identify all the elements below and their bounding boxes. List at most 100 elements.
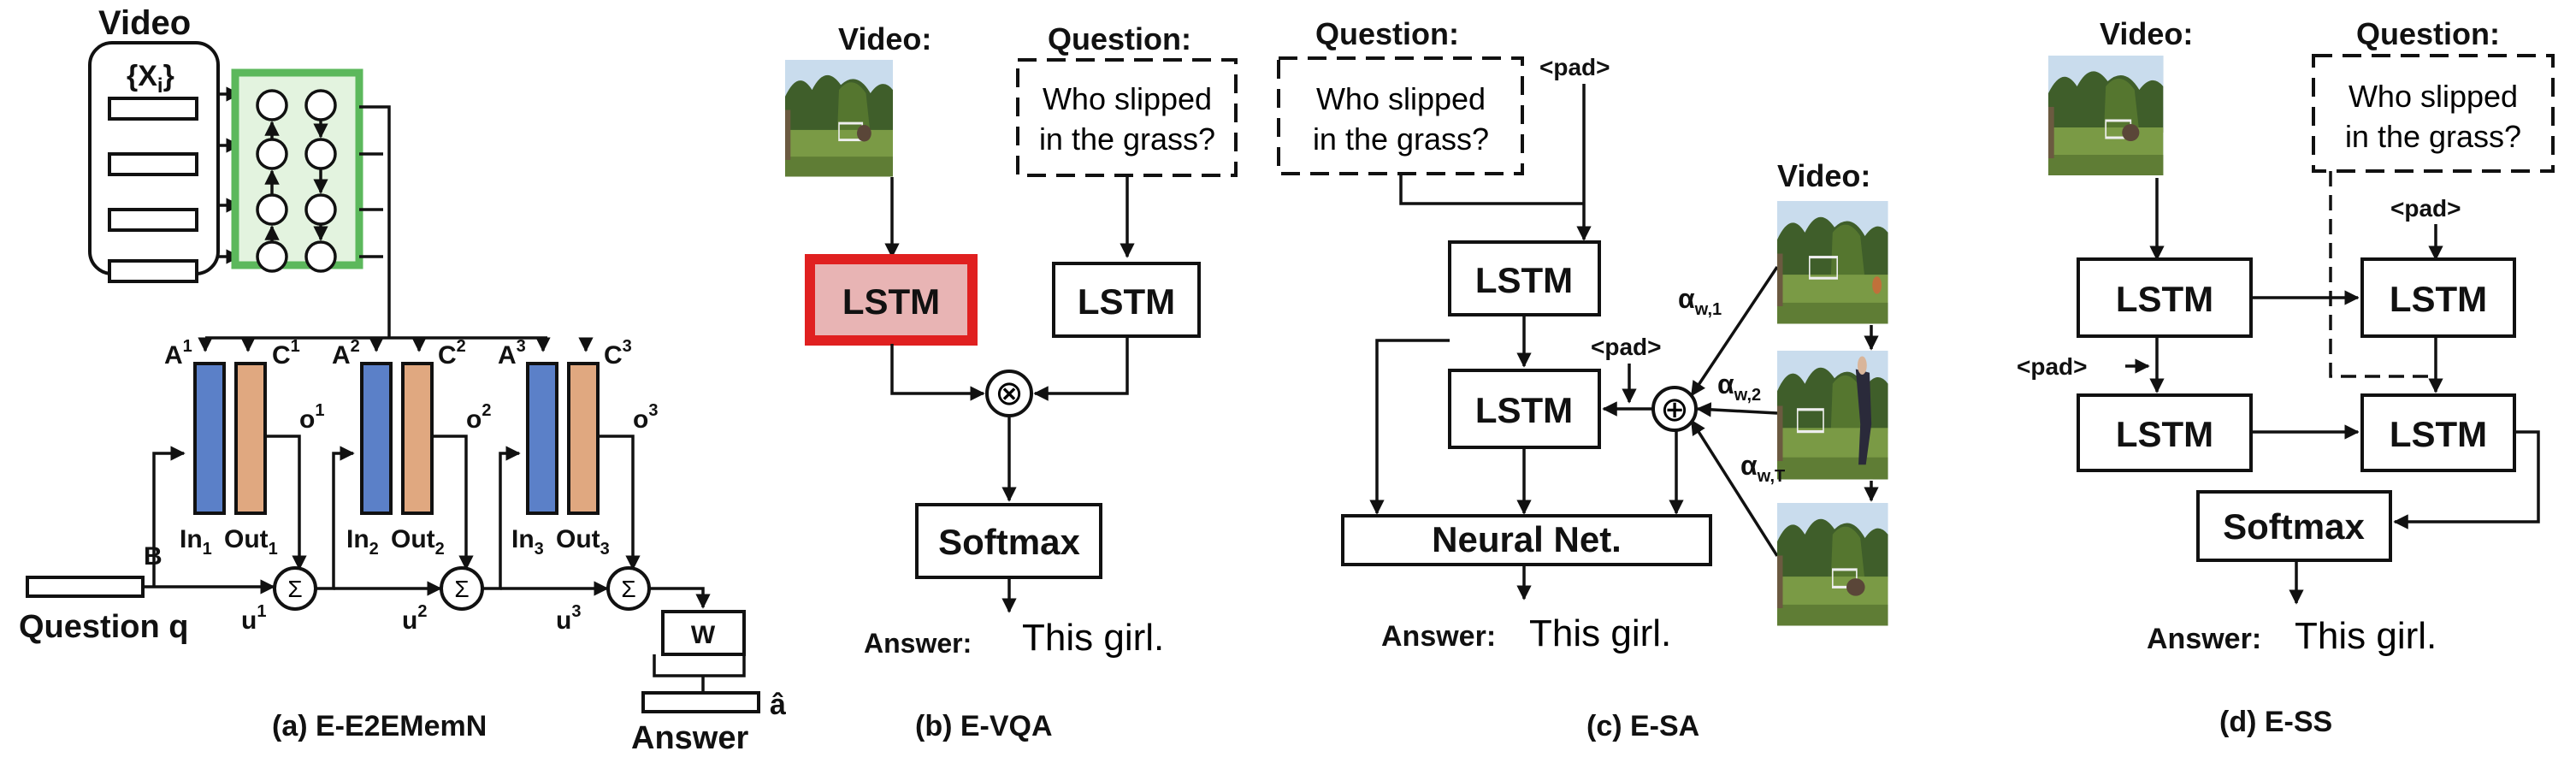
a-input-slot bbox=[108, 259, 198, 283]
a-input-slots bbox=[108, 97, 198, 283]
d-question-box bbox=[2312, 54, 2555, 173]
svg-text:LSTM: LSTM bbox=[842, 281, 940, 322]
d-question-label: Question: bbox=[2356, 16, 2500, 51]
svg-text:LSTM: LSTM bbox=[1078, 281, 1175, 322]
svg-text:In1: In1 bbox=[180, 525, 212, 559]
panel-a: Video {Xi} bbox=[19, 4, 786, 756]
a-bar-out-2 bbox=[401, 362, 434, 515]
svg-text:A3: A3 bbox=[498, 337, 526, 370]
svg-text:Softmax: Softmax bbox=[2223, 506, 2365, 547]
svg-text:in the grass?: in the grass? bbox=[1039, 121, 1215, 157]
b-video-label: Video: bbox=[838, 21, 931, 56]
a-answer-slot bbox=[641, 691, 760, 713]
svg-text:⊗: ⊗ bbox=[995, 375, 1024, 412]
a-w-box bbox=[661, 610, 746, 656]
svg-text:In3: In3 bbox=[511, 525, 544, 559]
svg-text:Softmax: Softmax bbox=[938, 522, 1080, 562]
svg-text:â: â bbox=[770, 689, 786, 721]
svg-text:Who slipped: Who slipped bbox=[1316, 81, 1486, 116]
d-answer-text: This girl. bbox=[2295, 615, 2437, 657]
d-lstm-video-1 bbox=[2077, 257, 2253, 338]
svg-text:{Xi}: {Xi} bbox=[127, 60, 174, 98]
c-answer-text: This girl. bbox=[1529, 612, 1671, 654]
a-question-slot bbox=[26, 576, 145, 598]
c-lstm-bottom bbox=[1448, 369, 1601, 449]
svg-text:In2: In2 bbox=[346, 525, 379, 559]
a-bar-out-3 bbox=[567, 362, 600, 515]
svg-text:Who slipped: Who slipped bbox=[2349, 79, 2518, 114]
c-lstm-top bbox=[1448, 240, 1601, 316]
c-add-node bbox=[1651, 386, 1698, 432]
c-question-label: Question: bbox=[1315, 16, 1459, 51]
c-video-frame-3 bbox=[1777, 503, 1888, 626]
b-lstm-question bbox=[1052, 262, 1201, 338]
a-input-slot bbox=[108, 152, 198, 176]
svg-text:o2: o2 bbox=[466, 401, 491, 434]
a-encoder-box bbox=[231, 68, 363, 269]
b-question-box bbox=[1016, 58, 1238, 177]
d-pad-mid: <pad> bbox=[2017, 353, 2087, 380]
d-lstm-question-2 bbox=[2360, 393, 2516, 472]
d-softmax-box bbox=[2196, 490, 2392, 562]
a-bar-out-1 bbox=[234, 362, 267, 515]
svg-text:o3: o3 bbox=[633, 401, 658, 434]
svg-text:in the grass?: in the grass? bbox=[2345, 119, 2521, 154]
b-caption: (b) E-VQA bbox=[915, 710, 1053, 742]
svg-text:Out2: Out2 bbox=[391, 525, 445, 559]
d-lstm-question-1 bbox=[2360, 257, 2516, 338]
b-lstm-video bbox=[805, 254, 978, 346]
svg-text:u3: u3 bbox=[556, 602, 581, 635]
a-input-slot bbox=[108, 208, 198, 232]
a-bar-in-1 bbox=[193, 362, 226, 515]
c-question-box bbox=[1277, 56, 1524, 175]
svg-text:Who slipped: Who slipped bbox=[1043, 81, 1212, 116]
svg-text:C2: C2 bbox=[438, 337, 466, 370]
c-video-frame-2 bbox=[1777, 351, 1888, 480]
b-multiply-node bbox=[985, 370, 1033, 417]
svg-text:W: W bbox=[691, 621, 716, 649]
svg-text:in the grass?: in the grass? bbox=[1313, 121, 1489, 157]
d-lstm-video-2 bbox=[2077, 393, 2253, 472]
panel-c: Question: Who slipped in the grass? <pad… bbox=[1277, 16, 1888, 742]
c-video-frame-1 bbox=[1777, 201, 1888, 324]
svg-text:A2: A2 bbox=[332, 337, 360, 370]
svg-text:Σ: Σ bbox=[454, 576, 469, 602]
svg-text:Out3: Out3 bbox=[556, 525, 610, 559]
c-neural-net-box bbox=[1341, 514, 1712, 566]
b-softmax-box bbox=[915, 503, 1102, 579]
c-pad-mid: <pad> bbox=[1591, 334, 1661, 360]
a-bar-in-2 bbox=[360, 362, 393, 515]
a-bar-in-3 bbox=[526, 362, 558, 515]
b-video-frame bbox=[785, 60, 893, 177]
c-alpha-2: αw,2 bbox=[1717, 369, 1761, 405]
svg-text:C3: C3 bbox=[604, 337, 632, 370]
c-answer-label: Answer: bbox=[1381, 620, 1496, 653]
b-answer-label: Answer: bbox=[864, 628, 972, 659]
d-video-label: Video: bbox=[2100, 16, 2193, 51]
b-answer-text: This girl. bbox=[1022, 617, 1164, 659]
svg-text:LSTM: LSTM bbox=[2116, 414, 2213, 454]
b-question-label: Question: bbox=[1048, 21, 1191, 56]
a-caption: (a) E-E2EMemN bbox=[272, 710, 487, 742]
svg-text:C1: C1 bbox=[272, 337, 300, 370]
svg-text:Σ: Σ bbox=[621, 576, 635, 602]
a-video-label: Video bbox=[98, 4, 191, 42]
svg-text:Σ: Σ bbox=[287, 576, 302, 602]
d-caption: (d) E-SS bbox=[2219, 706, 2332, 738]
svg-text:o1: o1 bbox=[299, 401, 324, 434]
panel-d: Video: Question: Who slipped in the gras… bbox=[2017, 16, 2555, 738]
svg-text:LSTM: LSTM bbox=[2116, 279, 2213, 319]
svg-text:u2: u2 bbox=[402, 602, 427, 635]
panel-b: Video: Question: Who slipped in the gras… bbox=[785, 21, 1238, 742]
svg-text:LSTM: LSTM bbox=[2390, 279, 2487, 319]
c-pad-top: <pad> bbox=[1539, 54, 1610, 80]
c-alpha-1: αw,1 bbox=[1678, 283, 1722, 319]
svg-text:Out1: Out1 bbox=[224, 525, 278, 559]
d-answer-label: Answer: bbox=[2147, 623, 2261, 655]
a-input-slot bbox=[108, 97, 198, 121]
svg-text:A1: A1 bbox=[164, 337, 192, 370]
svg-text:u1: u1 bbox=[241, 602, 266, 635]
a-question-label: Question q bbox=[19, 609, 188, 645]
a-answer-label: Answer bbox=[631, 720, 748, 756]
